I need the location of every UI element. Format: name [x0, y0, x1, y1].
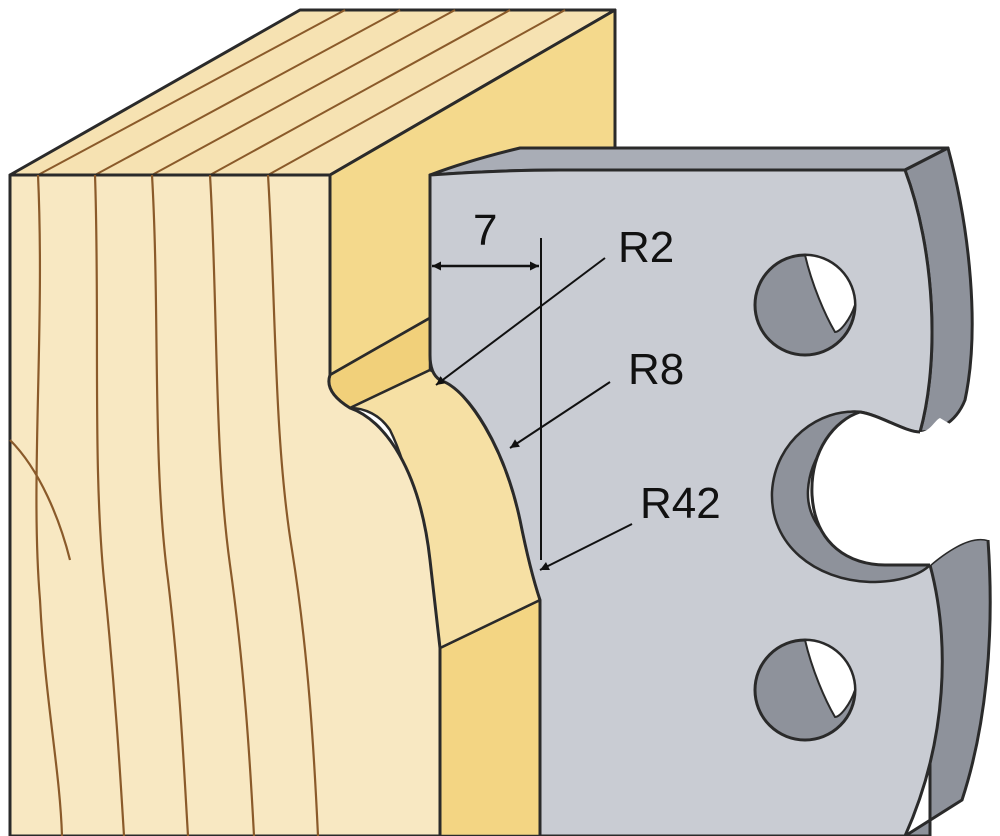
knife-notch-opening [811, 412, 1000, 565]
width-label: 7 [473, 206, 497, 255]
knife-notch-edge [810, 410, 930, 567]
dimension-annotations: 7 R2 R8 R42 [432, 206, 721, 571]
steel-knife [428, 146, 1000, 836]
wood-front-grain [9, 174, 320, 836]
r8-leader [509, 381, 611, 449]
r8-label: R8 [628, 345, 684, 394]
r42-label: R42 [640, 479, 721, 528]
r2-leader [435, 257, 606, 386]
knife-upper-hole [753, 253, 857, 357]
knife-right-edge-lower [903, 537, 992, 836]
wood-workpiece [8, 8, 617, 836]
wood-top-grain [37, 9, 566, 176]
knife-notch-shadow [770, 410, 932, 584]
r2-label: R2 [618, 223, 674, 272]
wood-front-face [8, 173, 442, 836]
knife-lower-hole [753, 638, 857, 742]
r42-leader [539, 523, 633, 571]
